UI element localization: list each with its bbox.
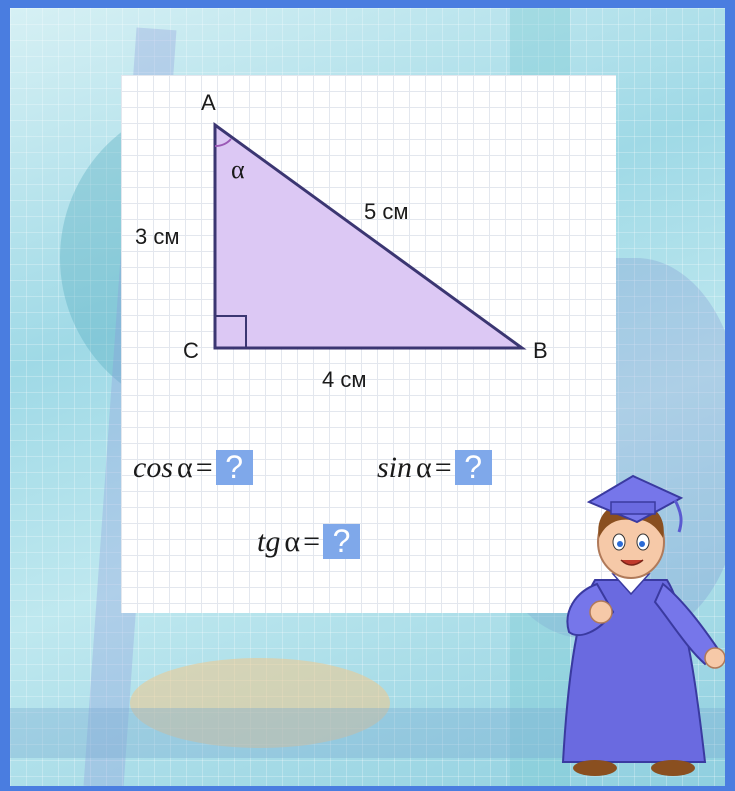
student-character bbox=[561, 474, 725, 776]
side-cb-label: 4 см bbox=[322, 367, 367, 392]
alpha-symbol: α bbox=[177, 450, 193, 484]
answer-box-cos[interactable]: ? bbox=[215, 450, 253, 485]
function-name: cos bbox=[133, 450, 173, 484]
worksheet-card: A B C α 3 см 5 см 4 см cos α = ? sin α =… bbox=[121, 75, 616, 613]
function-name: tg bbox=[257, 524, 281, 558]
cos-formula: cos α = ? bbox=[133, 450, 253, 485]
equals-sign: = bbox=[195, 450, 213, 484]
answer-box-sin[interactable]: ? bbox=[454, 450, 492, 485]
side-ab-label: 5 см bbox=[364, 199, 409, 224]
alpha-symbol: α bbox=[284, 524, 301, 558]
right-angle-mark bbox=[215, 315, 247, 348]
side-ac-label: 3 см bbox=[135, 224, 180, 249]
triangle-diagram bbox=[213, 122, 527, 350]
background-shape bbox=[130, 658, 390, 748]
angle-arc bbox=[214, 138, 232, 148]
vertex-c-label: C bbox=[183, 338, 199, 363]
angle-alpha-label: α bbox=[231, 155, 245, 184]
equals-sign: = bbox=[303, 524, 320, 558]
function-name: sin bbox=[377, 450, 413, 484]
vertex-a-label: A bbox=[201, 90, 216, 115]
tg-formula: tg α = ? bbox=[257, 524, 360, 559]
alpha-symbol: α bbox=[416, 450, 432, 484]
equals-sign: = bbox=[434, 450, 452, 484]
vertex-b-label: B bbox=[533, 338, 548, 363]
answer-box-tg[interactable]: ? bbox=[322, 524, 360, 559]
sin-formula: sin α = ? bbox=[377, 450, 492, 485]
triangle-shape bbox=[213, 122, 527, 350]
